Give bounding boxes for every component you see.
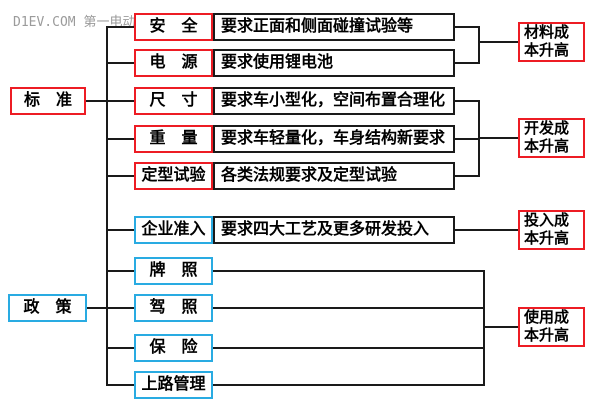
connector-line [211, 307, 485, 309]
connector-line [106, 270, 134, 272]
connector-trunk-line [106, 26, 108, 386]
item-box-insurance: 保 险 [134, 334, 213, 362]
connector-line [453, 229, 518, 231]
category-box-standard: 标 准 [10, 87, 86, 115]
connector-line [211, 270, 485, 272]
connector-line [453, 26, 480, 28]
cost-box-investment: 投入成本升高 [518, 210, 585, 250]
item-box-power-source: 电 源 [134, 49, 213, 77]
item-box-road-management: 上路管理 [134, 371, 213, 399]
connector-line [106, 307, 134, 309]
connector-line [211, 384, 485, 386]
item-box-enterprise-access: 企业准入 [134, 216, 213, 244]
connector-line [106, 62, 134, 64]
connector-line [211, 347, 485, 349]
connector-line [106, 26, 134, 28]
category-box-policy: 政 策 [8, 294, 87, 322]
connector-line [480, 137, 518, 139]
item-box-drivers-license: 驾 照 [134, 294, 213, 322]
connector-line [106, 347, 134, 349]
cost-box-usage: 使用成本升高 [518, 307, 585, 347]
connector-line [453, 138, 480, 140]
connector-line [106, 138, 134, 140]
desc-box-weight: 要求车轻量化，车身结构新要求 [213, 125, 455, 153]
item-box-type-test: 定型试验 [134, 162, 213, 190]
connector-line [453, 175, 480, 177]
cost-box-development: 开发成本升高 [518, 118, 585, 158]
connector-line [478, 100, 480, 177]
connector-line-standard [84, 100, 106, 102]
connector-line [453, 100, 480, 102]
connector-line [106, 100, 134, 102]
connector-line-policy [85, 307, 106, 309]
connector-line [483, 270, 485, 386]
item-box-license-plate: 牌 照 [134, 257, 213, 285]
desc-box-type-test: 各类法规要求及定型试验 [213, 162, 455, 190]
connector-line [106, 229, 134, 231]
desc-box-size: 要求车小型化，空间布置合理化 [213, 87, 455, 115]
desc-box-power-source: 要求使用锂电池 [213, 49, 455, 77]
connector-line [480, 41, 518, 43]
connector-line [106, 384, 134, 386]
connector-line [106, 175, 134, 177]
connector-line [478, 26, 480, 64]
desc-box-safety: 要求正面和侧面碰撞试验等 [213, 13, 455, 41]
desc-box-enterprise-access: 要求四大工艺及更多研发投入 [213, 216, 455, 244]
item-box-safety: 安 全 [134, 13, 213, 41]
cost-box-material: 材料成本升高 [518, 22, 585, 62]
item-box-weight: 重 量 [134, 125, 213, 153]
connector-line [485, 326, 518, 328]
site-watermark: D1EV.COM 第一电动 [13, 15, 136, 30]
connector-line [453, 62, 480, 64]
item-box-size: 尺 寸 [134, 87, 213, 115]
